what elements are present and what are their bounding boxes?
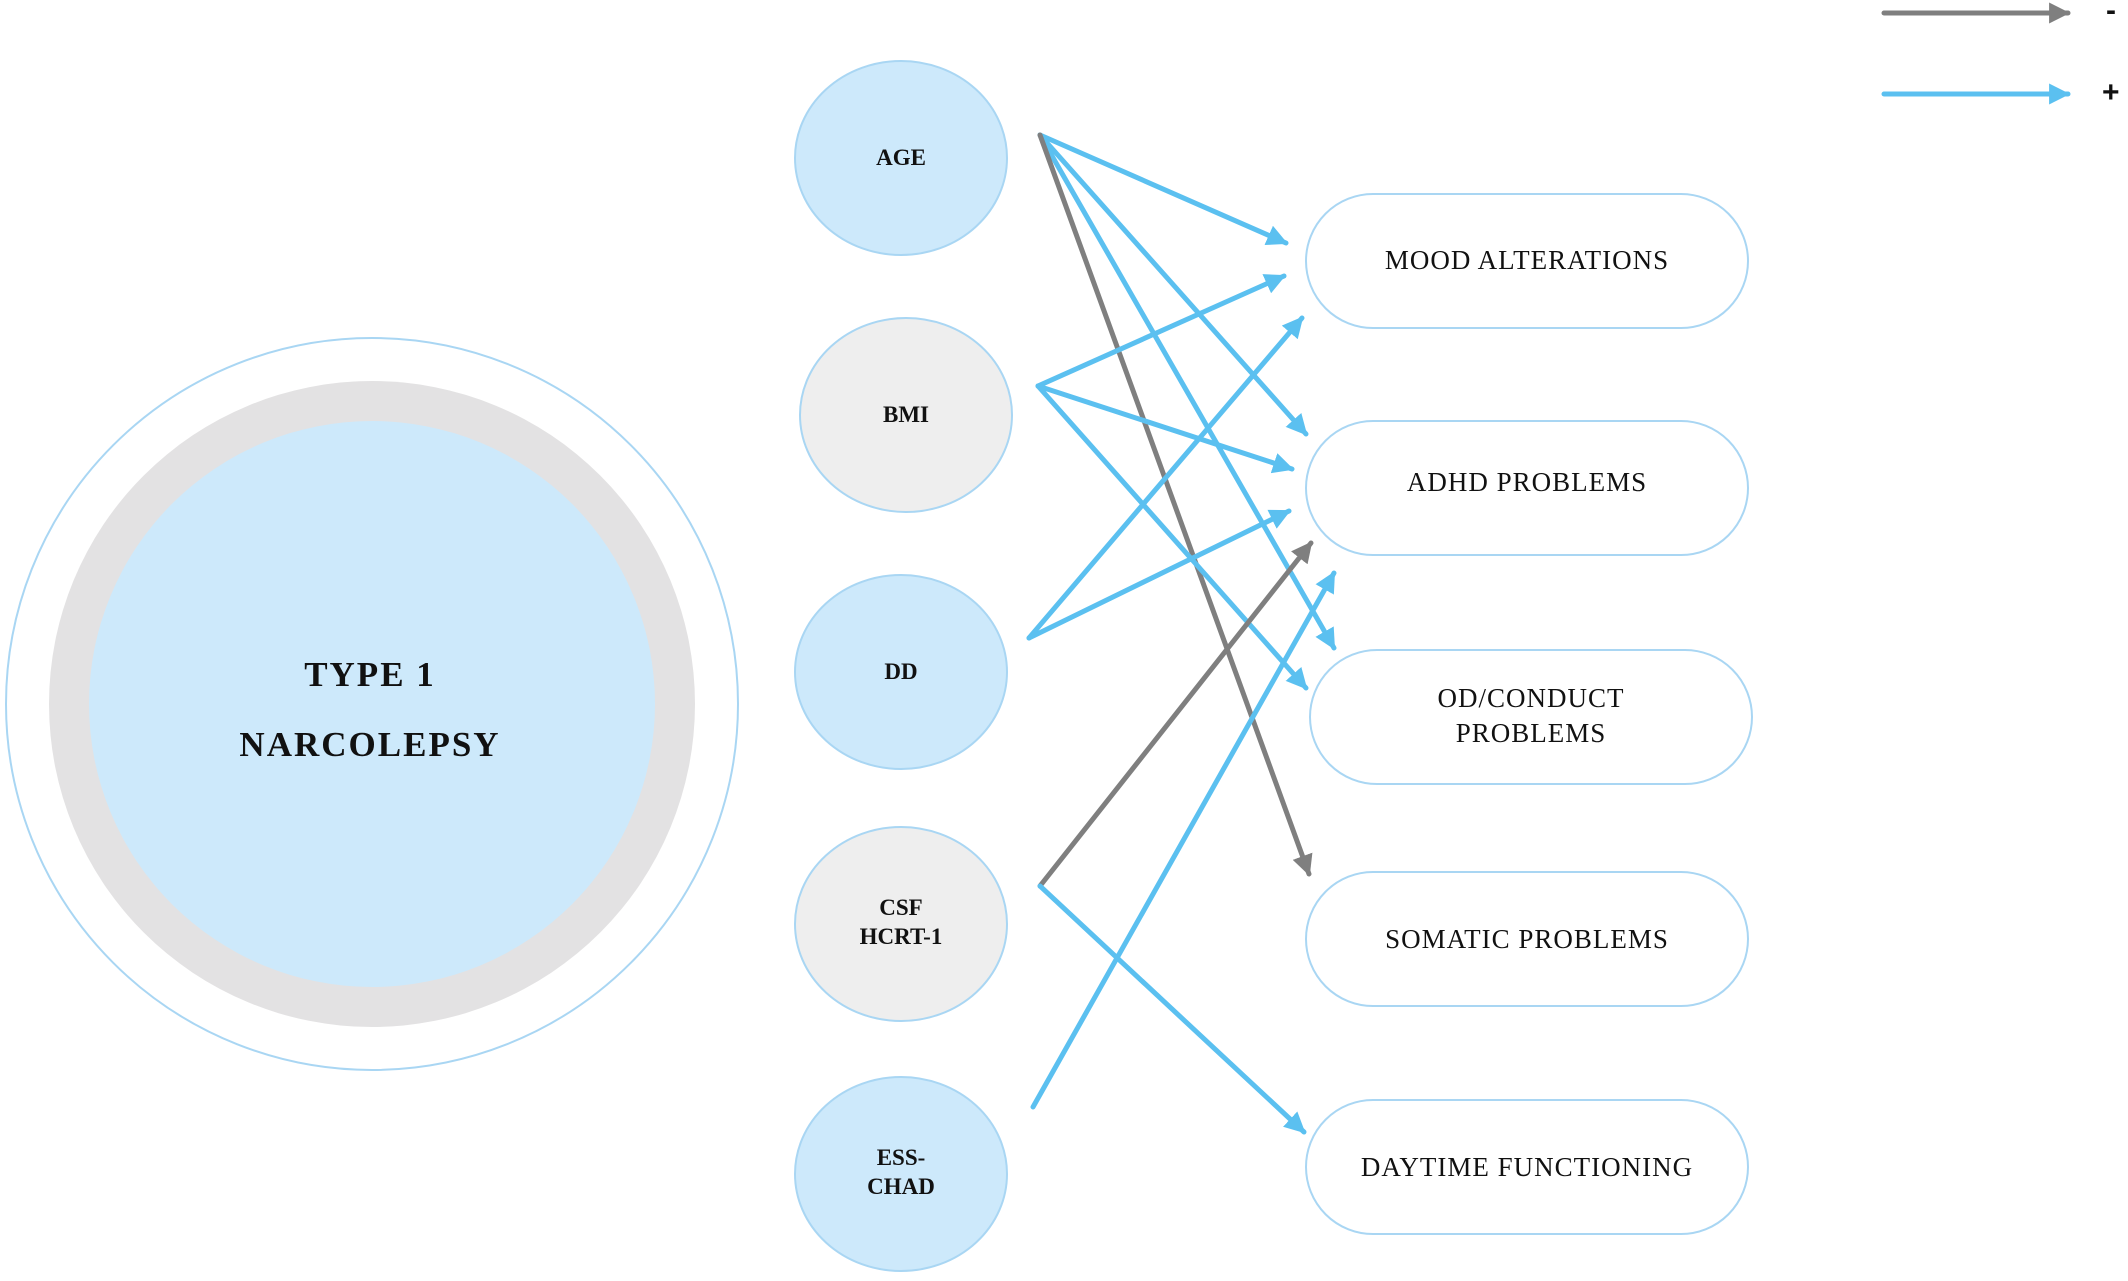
arrow-age-somatic (1037, 132, 1313, 877)
legend-positive-sign: + (2102, 76, 2120, 109)
predictor-label-ess: ESS- CHAD (801, 1143, 1001, 1201)
main-label-line-1: TYPE 1 (304, 655, 436, 694)
arrow-bmi-adhd (1035, 383, 1295, 474)
main-node-label: TYPE 1 NARCOLEPSY (150, 640, 590, 780)
arrow-bmi-od (1035, 383, 1309, 691)
outcome-label-somatic: SOMATIC PROBLEMS (1307, 922, 1747, 957)
outcome-nodes (1305, 193, 1753, 1235)
legend-negative-sign: - (2106, 0, 2116, 27)
arrow-age-od (1037, 132, 1337, 651)
predictor-label-age: AGE (801, 143, 1001, 172)
predictor-node-ess (794, 1076, 1008, 1272)
predictor-label-csf: CSF HCRT-1 (801, 893, 1001, 951)
predictor-label-line: DD (884, 659, 918, 684)
arrow-csf-daytime (1037, 883, 1307, 1135)
predictor-label-bmi: BMI (806, 400, 1006, 429)
predictor-label-line: CHAD (867, 1174, 935, 1199)
predictor-label-line: AGE (876, 145, 926, 170)
outcome-label-adhd: ADHD PROBLEMS (1307, 465, 1747, 500)
main-inner-circle (89, 421, 655, 987)
outcome-box-adhd (1305, 420, 1749, 556)
predictor-node-csf (794, 826, 1008, 1022)
predictor-label-dd: DD (801, 657, 1001, 686)
predictor-label-line: BMI (883, 402, 929, 427)
arrow-csf-adhd (1037, 540, 1314, 889)
main-node (5, 337, 739, 1071)
predictor-label-line: CSF (879, 895, 923, 920)
arrow-age-adhd (1037, 132, 1309, 437)
arrow-age-mood (1037, 132, 1289, 246)
outcome-label-od: OD/CONDUCT PROBLEMS (1311, 681, 1751, 751)
predictor-node-dd (794, 574, 1008, 770)
predictor-node-age (794, 60, 1008, 256)
predictor-node-bmi (799, 317, 1013, 513)
arrow-dd-mood (1026, 315, 1305, 641)
outcome-box-somatic (1305, 871, 1749, 1007)
arrow-ess-adhd (1030, 570, 1337, 1110)
outcome-label-line: OD/CONDUCT (1437, 683, 1625, 713)
outcome-label-line: ADHD PROBLEMS (1406, 467, 1648, 497)
outcome-box-daytime (1305, 1099, 1749, 1235)
arrow-bmi-mood (1035, 273, 1287, 389)
outcome-box-od (1309, 649, 1753, 785)
outcome-label-line: DAYTIME FUNCTIONING (1360, 1152, 1694, 1182)
main-label-line-2: NARCOLEPSY (239, 725, 501, 764)
outcome-label-line: SOMATIC PROBLEMS (1385, 924, 1669, 954)
predictor-label-line: ESS- (876, 1145, 926, 1170)
predictor-nodes (794, 60, 1013, 1272)
outcome-label-mood: MOOD ALTERATIONS (1307, 243, 1747, 278)
predictor-label-line: HCRT-1 (859, 924, 943, 949)
outcome-label-daytime: DAYTIME FUNCTIONING (1307, 1150, 1747, 1185)
legend (1881, 2, 2071, 105)
outcome-label-line: MOOD ALTERATIONS (1384, 245, 1670, 275)
outcome-label-line: PROBLEMS (1455, 718, 1607, 748)
relation-arrows (1026, 132, 1337, 1135)
outcome-box-mood (1305, 193, 1749, 329)
arrow-dd-adhd (1026, 508, 1292, 641)
